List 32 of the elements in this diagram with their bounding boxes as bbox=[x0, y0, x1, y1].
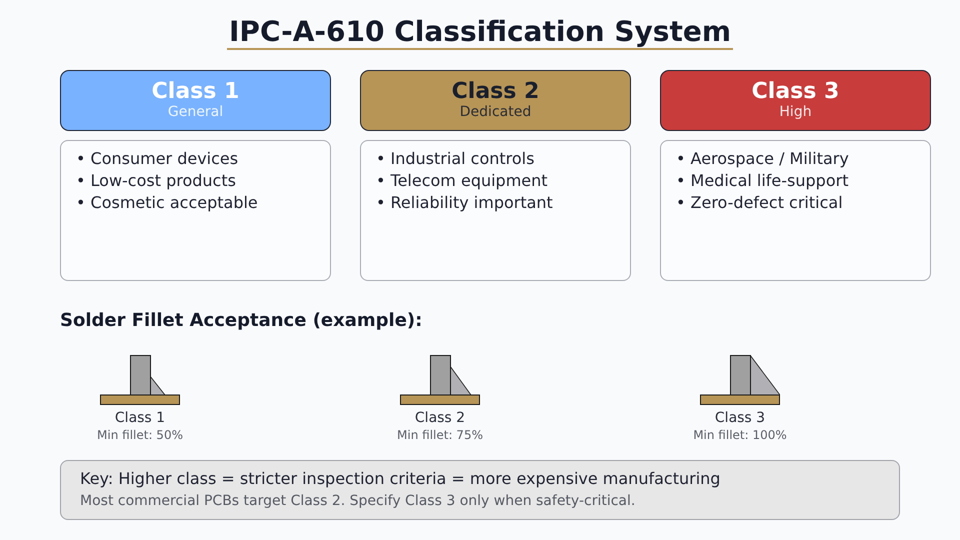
bullet-item: • Industrial controls bbox=[376, 148, 534, 170]
fillet-requirement: Min fillet: 75% bbox=[397, 428, 483, 442]
class-header bbox=[360, 70, 631, 131]
criteria-card bbox=[60, 140, 331, 281]
fillet-requirement: Min fillet: 50% bbox=[97, 428, 183, 442]
class-title: Class 2 bbox=[452, 80, 540, 104]
section-heading: Solder Fillet Acceptance (example): bbox=[60, 310, 422, 332]
criteria-card bbox=[360, 140, 631, 281]
class-title: Class 1 bbox=[152, 80, 240, 104]
key-text: Key: Higher class = stricter inspection criteria = more expensive manufacturing bbox=[80, 469, 720, 489]
bullet-item: • Zero-defect critical bbox=[676, 192, 843, 214]
bullet-item: • Aerospace / Military bbox=[676, 148, 849, 170]
joint-label: Class 2 bbox=[414, 409, 466, 427]
joint-label: Class 1 bbox=[114, 409, 166, 427]
bullet-item: • Cosmetic acceptable bbox=[76, 192, 258, 214]
bullet-item: • Low-cost products bbox=[76, 170, 236, 192]
bullet-item: • Telecom equipment bbox=[376, 170, 548, 192]
bullet-item: • Reliability important bbox=[376, 192, 553, 214]
class-header bbox=[660, 70, 931, 131]
criteria-card bbox=[660, 140, 931, 281]
class-header bbox=[60, 70, 331, 131]
key-panel bbox=[60, 460, 900, 520]
fillet-requirement: Min fillet: 100% bbox=[693, 428, 787, 442]
title: IPC-A-610 Classification System bbox=[227, 15, 733, 50]
joint-label: Class 3 bbox=[714, 409, 766, 427]
note-text: Most commercial PCBs target Class 2. Specify Class 3 only when safety-critical. bbox=[80, 492, 636, 510]
class-subtitle: Dedicated bbox=[460, 104, 532, 120]
bullet-item: • Medical life-support bbox=[676, 170, 848, 192]
class-subtitle: General bbox=[168, 104, 224, 120]
bullet-item: • Consumer devices bbox=[76, 148, 238, 170]
class-title: Class 3 bbox=[752, 80, 840, 104]
class-subtitle: High bbox=[779, 104, 812, 120]
